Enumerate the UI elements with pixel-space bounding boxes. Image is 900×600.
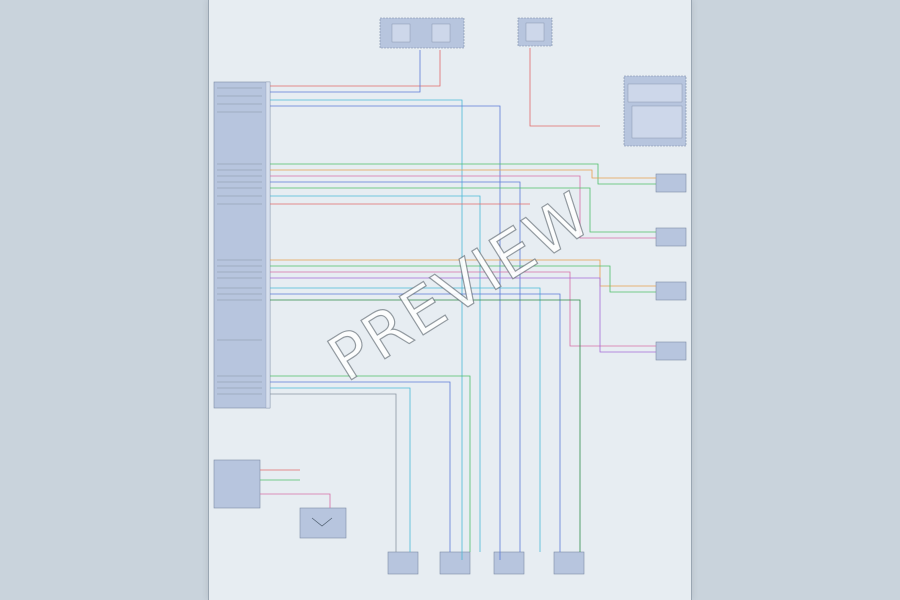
sensor-bottom-1 <box>387 551 419 575</box>
controller-bottom-left <box>213 459 261 509</box>
label-lines <box>217 87 262 395</box>
top-fuse-block-right <box>517 17 553 47</box>
sensor-right-3 <box>655 281 687 301</box>
top-fuse-block-left <box>379 17 465 49</box>
sensor-right-1 <box>655 173 687 193</box>
sensor-bottom-2 <box>439 551 471 575</box>
switch-block-bottom <box>299 507 347 539</box>
module-right-top <box>623 75 687 147</box>
sensor-bottom-3 <box>493 551 525 575</box>
sensor-right-4 <box>655 341 687 361</box>
sensor-bottom-4 <box>553 551 585 575</box>
sensor-right-2 <box>655 227 687 247</box>
wire-layer <box>260 48 656 560</box>
main-controller <box>213 81 271 409</box>
